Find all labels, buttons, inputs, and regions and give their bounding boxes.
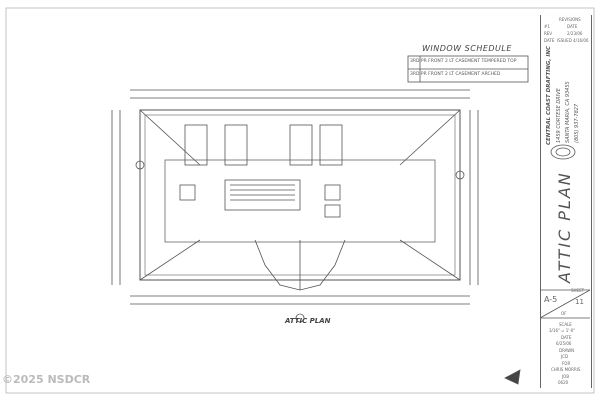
revision-cell: ISSUED 4/16/06 (557, 38, 589, 43)
revision-cell: 2/23/06 (567, 31, 583, 36)
job-label: JOB (562, 374, 570, 379)
company-phone: (805) 937-7827 (574, 103, 580, 143)
job-value: 0620 (558, 380, 569, 385)
client-value: CHRIS MORRIS (551, 367, 581, 372)
watermark: ©2025 NSDCR (2, 373, 91, 386)
revision-cell: DATE (567, 24, 578, 29)
company-address: 1459 CORTESE DRIVE (556, 88, 562, 143)
window-schedule-row: 3RD PR FRONT 2 LT CASEMENT ARCHED (410, 72, 501, 77)
plan-label: ATTIC PLAN (285, 317, 331, 325)
sheet-label: SHEET (571, 288, 585, 293)
of-label: OF (561, 311, 567, 316)
sheet-number: A-5 (544, 295, 558, 304)
title-block: REVISIONS #1 DATE REV 2/23/06 DATE ISSUE… (540, 15, 592, 388)
scale-label: SCALE (559, 322, 572, 327)
window-schedule-title: WINDOW SCHEDULE (422, 44, 512, 53)
sheet-title: ATTIC PLAN (555, 171, 574, 283)
drawn-label: DRAWN (559, 348, 575, 353)
for-label: FOR (562, 361, 571, 366)
company-city: SANTA MARIA, CA 93455 (565, 81, 571, 143)
date-label: DATE (561, 335, 572, 340)
window-schedule-row: 3RD PR FRONT 2 LT CASEMENT TEMPERED TOP (410, 59, 517, 64)
sheet-of: 11 (575, 298, 584, 306)
revision-cell: #1 (544, 24, 550, 29)
scale-value: 3/16" = 1'-0" (549, 328, 576, 333)
drawn-value: JCD (561, 354, 569, 359)
revisions-header: REVISIONS (559, 17, 581, 22)
date-value: 6/25/06 (556, 341, 572, 346)
revision-cell: REV (544, 31, 553, 36)
revision-cell: DATE (544, 38, 555, 43)
company-name: CENTRAL COAST DRAFTING, INC (546, 45, 552, 145)
